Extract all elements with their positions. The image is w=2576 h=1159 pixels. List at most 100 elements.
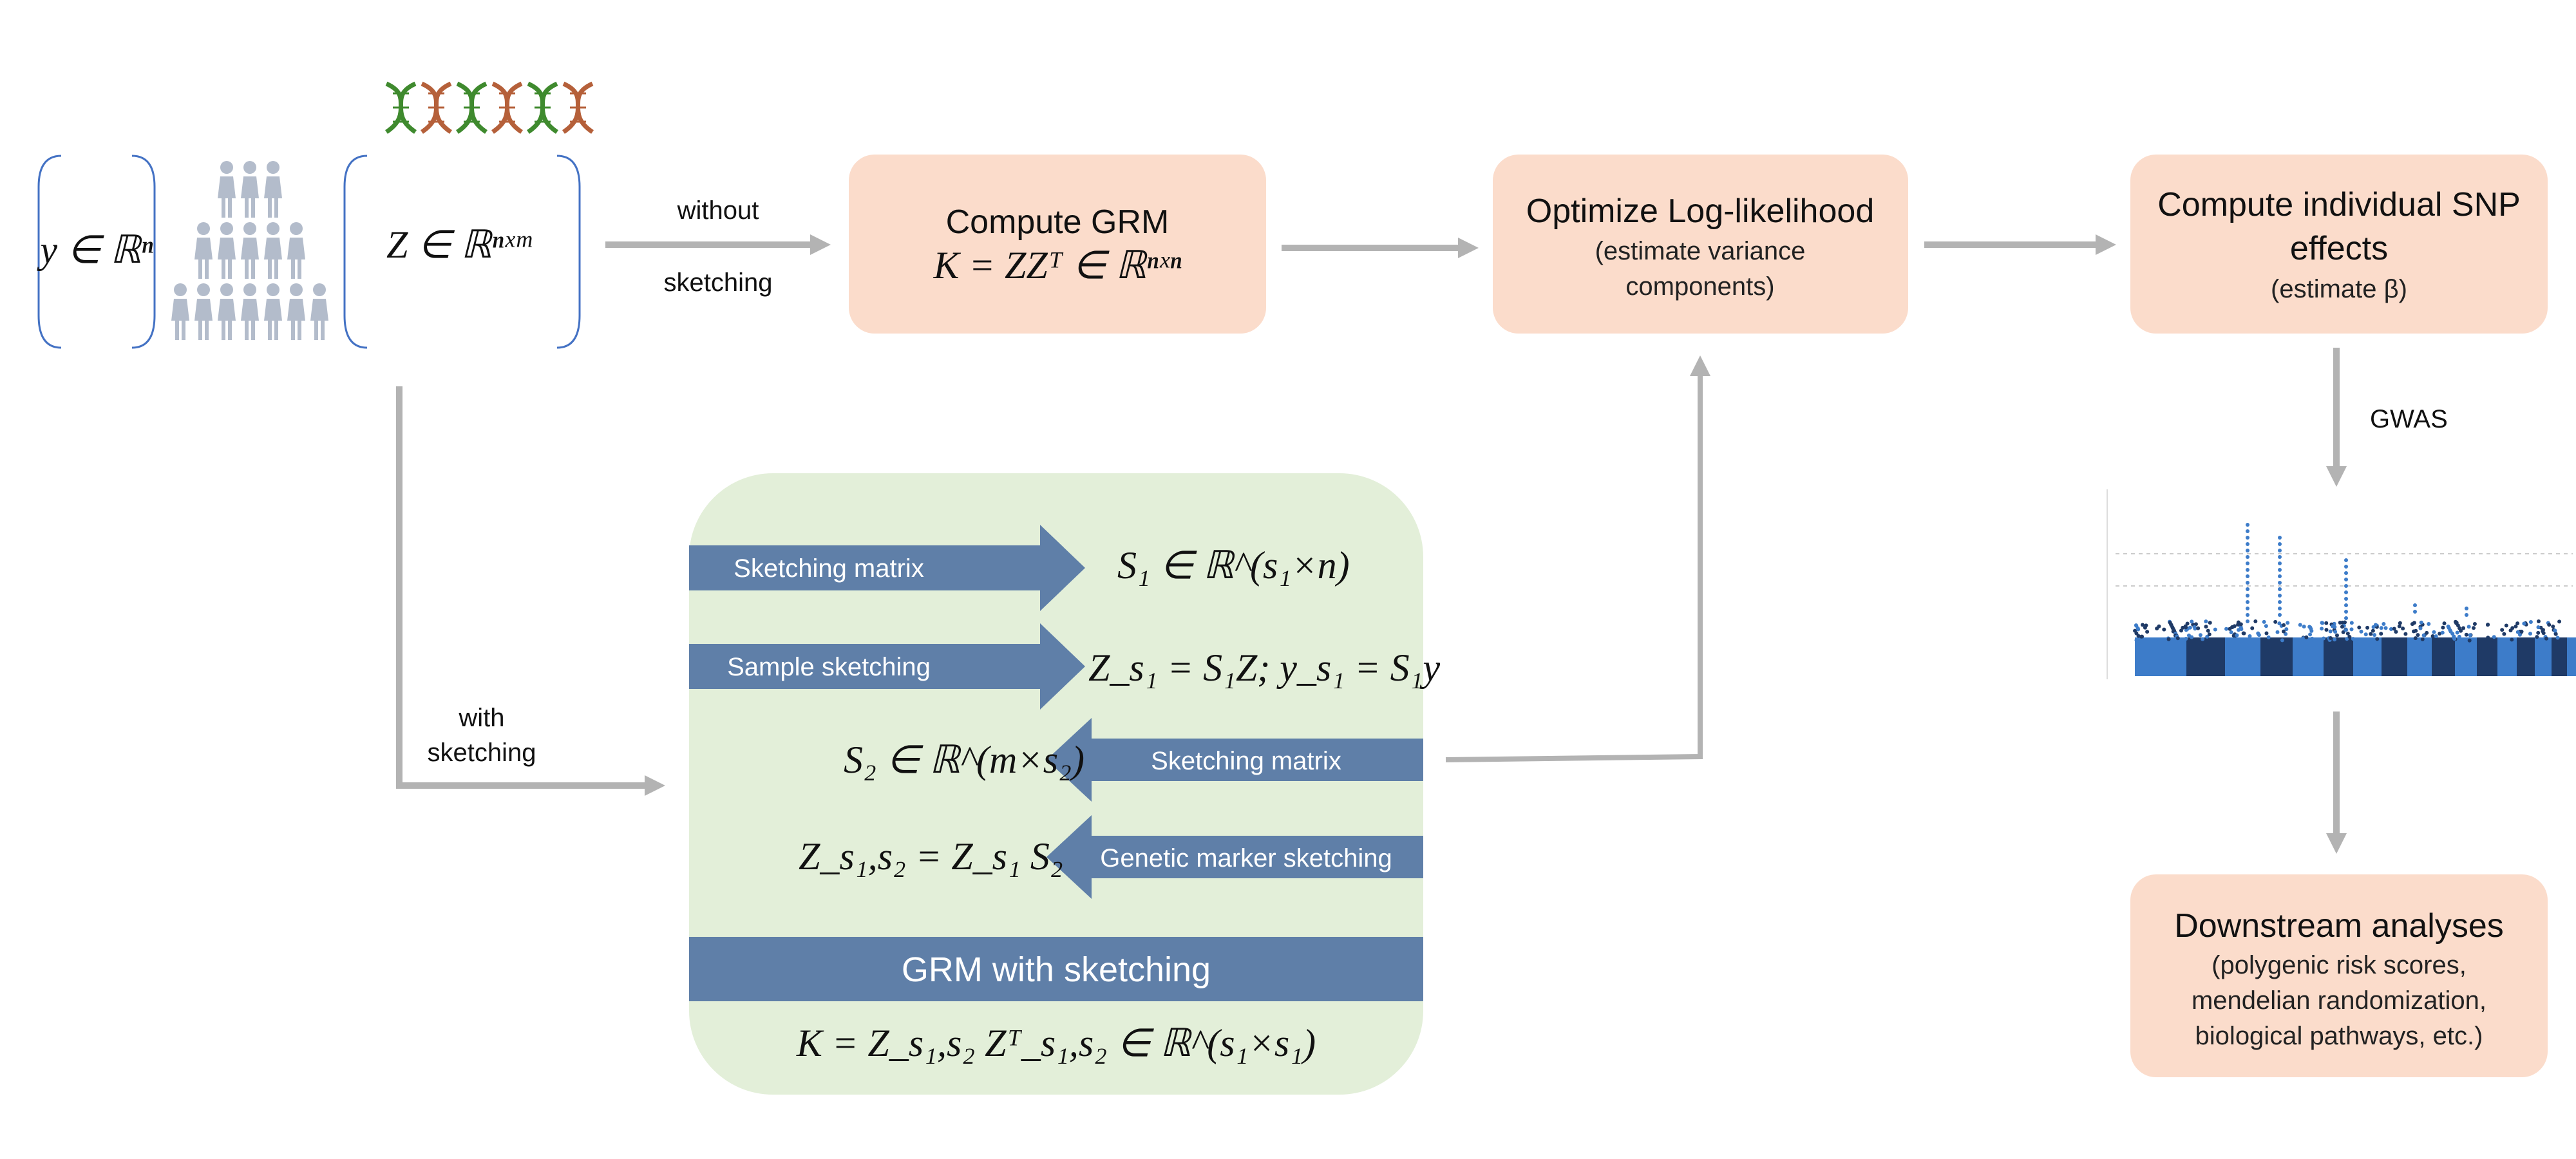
manhattan-point: [2304, 635, 2309, 639]
manhattan-point: [2535, 635, 2539, 639]
manhattan-point: [2490, 637, 2494, 642]
manhattan-peak-point: [2246, 594, 2249, 598]
manhattan-peak-point: [2246, 529, 2249, 533]
dna-helix-icon: [562, 81, 594, 134]
manhattan-point: [2188, 625, 2192, 630]
arrow-optimize-to-snp: [1924, 234, 2116, 255]
manhattan-point: [2486, 636, 2490, 640]
manhattan-point: [2349, 621, 2354, 625]
manhattan-peak-point: [2278, 574, 2282, 578]
manhattan-point: [2541, 628, 2545, 632]
snp-sub: (estimate β): [2271, 275, 2407, 303]
manhattan-point: [2464, 632, 2468, 637]
sketching-matrix-arrow-1: [689, 525, 1085, 611]
manhattan-point: [2229, 630, 2233, 634]
manhattan-point: [2398, 621, 2402, 625]
arrow-gwas: [2326, 348, 2347, 487]
manhattan-peak-point: [2278, 587, 2282, 591]
manhattan-chromosome-band: [2324, 637, 2353, 676]
manhattan-point: [2365, 625, 2370, 630]
manhattan-point: [2515, 630, 2520, 634]
manhattan-point: [2363, 632, 2368, 637]
manhattan-point: [2500, 628, 2505, 632]
person-figure: [287, 283, 305, 340]
snp-title-line2: effects: [2290, 230, 2388, 267]
manhattan-point: [2282, 623, 2286, 627]
manhattan-chromosome-band: [2135, 637, 2186, 676]
person-figure: [194, 283, 213, 340]
manhattan-point: [2157, 624, 2161, 628]
manhattan-point: [2403, 632, 2408, 636]
manhattan-point: [2379, 632, 2383, 636]
manhattan-point: [2392, 627, 2396, 631]
manhattan-point: [2198, 633, 2202, 637]
manhattan-peak-point: [2246, 581, 2249, 585]
manhattan-point: [2421, 633, 2426, 637]
manhattan-point: [2412, 629, 2416, 634]
manhattan-peak-point: [2246, 555, 2249, 559]
manhattan-chromosome-band: [2567, 637, 2576, 676]
optimize-title: Optimize Log-likelihood: [1526, 193, 1875, 230]
manhattan-point: [2201, 637, 2205, 641]
manhattan-point: [2275, 630, 2280, 634]
optimize-sub1: (estimate variance: [1595, 237, 1806, 265]
person-figure: [218, 283, 236, 340]
manhattan-chromosome-band: [2353, 637, 2382, 676]
manhattan-peak-point: [2344, 616, 2348, 620]
downstream-title: Downstream analyses: [2174, 907, 2504, 945]
manhattan-point: [2510, 626, 2515, 630]
manhattan-peak-point: [2246, 587, 2249, 591]
manhattan-point: [2502, 632, 2506, 636]
manhattan-chromosome-band: [2497, 637, 2517, 676]
manhattan-point: [2239, 622, 2243, 627]
manhattan-peak-point: [2344, 603, 2348, 607]
manhattan-chromosome-band: [2517, 637, 2535, 676]
manhattan-point: [2510, 637, 2514, 642]
manhattan-point: [2557, 619, 2562, 624]
genetic-marker-sketching-label: Genetic marker sketching: [1100, 844, 1392, 872]
manhattan-chromosome-band: [2186, 637, 2225, 676]
compute-grm-box: [849, 155, 1266, 334]
manhattan-point: [2371, 628, 2375, 633]
manhattan-point: [2467, 638, 2472, 643]
person-figure: [287, 222, 305, 279]
manhattan-point: [2134, 631, 2139, 636]
manhattan-point: [2140, 623, 2145, 627]
manhattan-peak-point: [2278, 594, 2282, 598]
manhattan-point: [2310, 636, 2315, 641]
manhattan-point: [2193, 622, 2198, 627]
manhattan-point: [2442, 621, 2447, 626]
person-figure: [241, 283, 259, 340]
manhattan-point: [2454, 621, 2459, 625]
sketching-label-top: sketching: [664, 269, 773, 297]
y-vector-label: y ∈ ℝⁿ: [36, 229, 153, 271]
manhattan-point: [2309, 627, 2313, 631]
manhattan-point: [2145, 630, 2150, 634]
manhattan-point: [2551, 624, 2555, 628]
manhattan-point: [2522, 621, 2526, 626]
manhattan-peak-point: [2278, 607, 2282, 610]
zs1-formula: Z_s₁ = S₁Z; y_s₁ = S₁y: [1088, 646, 1440, 689]
sketching-matrix-arrow-2-label: Sketching matrix: [1151, 747, 1341, 775]
manhattan-point: [2372, 633, 2377, 637]
manhattan-point: [2420, 637, 2425, 641]
manhattan-chromosome-band: [2260, 637, 2293, 676]
manhattan-point: [2333, 625, 2337, 629]
k-sketch-formula: K = Z_s₁,s₂ Zᵀ_s₁,s₂ ∈ ℝ^(s₁×s₁): [796, 1022, 1316, 1064]
manhattan-point: [2410, 622, 2414, 627]
manhattan-point: [2281, 629, 2286, 634]
manhattan-point: [2441, 625, 2445, 630]
manhattan-point: [2277, 621, 2282, 626]
manhattan-point: [2515, 621, 2520, 626]
manhattan-peak-point: [2278, 581, 2282, 585]
person-figure: [241, 222, 259, 279]
manhattan-peak-point: [2246, 619, 2249, 623]
z-matrix-label: Z ∈ ℝⁿˣᵐ: [386, 223, 532, 266]
manhattan-point: [2555, 636, 2560, 640]
manhattan-point: [2359, 629, 2363, 634]
manhattan-point: [2248, 634, 2252, 638]
arrow-without-sketching: [605, 234, 831, 255]
y-vector-bracket: [37, 155, 156, 349]
manhattan-peak-point: [2344, 565, 2348, 569]
